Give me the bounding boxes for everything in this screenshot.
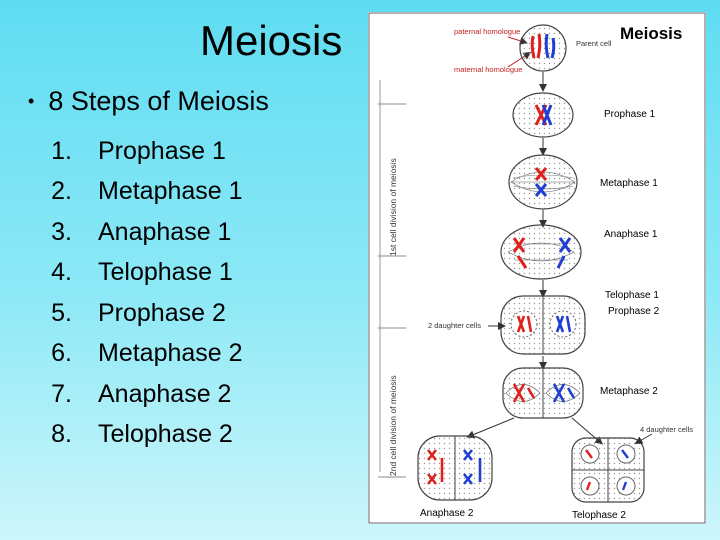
prophase1-label: Prophase 1 <box>604 109 656 120</box>
telophase2-label: Telophase 2 <box>572 510 626 521</box>
list-item: 4. Telophase 1 <box>28 253 269 294</box>
parent-cell-label: Parent cell <box>576 39 612 48</box>
paternal-chromosome <box>512 237 528 269</box>
bullet-heading: • 8 Steps of Meiosis <box>28 86 269 117</box>
step-label: Anaphase 1 <box>98 217 232 246</box>
step-number: 5. <box>51 298 72 327</box>
step-number: 4. <box>51 258 72 287</box>
nucleus <box>510 310 538 338</box>
list-item: 5. Prophase 2 <box>28 293 269 334</box>
maternal-chromosome <box>541 104 553 126</box>
step-arrow <box>466 417 515 439</box>
four-daughter-cells-label: 4 daughter cells <box>640 425 693 434</box>
maternal-chromosome <box>552 383 576 403</box>
maternal-chromosome <box>534 183 548 197</box>
bullet-dot-icon: • <box>28 91 35 111</box>
paternal-chromosome <box>585 449 593 491</box>
anaphase1-label: Anaphase 1 <box>604 229 658 240</box>
nucleus <box>616 476 636 496</box>
step-label: Metaphase 1 <box>98 177 243 206</box>
maternal-chromosome <box>556 237 572 269</box>
figure-border <box>368 12 706 524</box>
paternal-chromosome <box>534 167 548 181</box>
bullet-block: • 8 Steps of Meiosis 1. Prophase 1 2. Meta… <box>28 86 269 455</box>
step-number: 8. <box>51 420 72 449</box>
paternal-chromosome <box>512 383 536 403</box>
step-label: Metaphase 2 <box>98 339 243 368</box>
slide-title: Meiosis <box>200 17 343 64</box>
step-number: 7. <box>51 379 72 408</box>
first-division-label: 1st cell division of meiosis <box>388 158 398 256</box>
parent-cell <box>519 24 567 72</box>
step-number: 2. <box>51 177 72 206</box>
list-item: 6. Metaphase 2 <box>28 334 269 375</box>
list-item: 3. Anaphase 1 <box>28 212 269 253</box>
nucleus <box>580 476 600 496</box>
telophase1-label: Telophase 1 <box>605 290 659 301</box>
maternal-chromosome <box>544 33 556 59</box>
prophase1-cell <box>512 92 574 138</box>
step-number: 1. <box>51 136 72 165</box>
step-number: 3. <box>51 217 72 246</box>
prophase2-label: Prophase 2 <box>608 306 660 317</box>
step-label: Prophase 1 <box>98 136 226 165</box>
steps-list: 1.Prophase 1 2.Metaphase 1 3.Anaphase 1 … <box>28 131 269 455</box>
maternal-chromosome <box>555 315 572 333</box>
spindle-fibers <box>507 242 575 262</box>
paternal-chromosome <box>426 449 444 485</box>
bullet-heading-text: 8 Steps of Meiosis <box>48 86 269 116</box>
list-item: 2. Metaphase 1 <box>28 172 269 213</box>
pointer-arrow <box>634 433 653 444</box>
metaphase1-label: Metaphase 1 <box>600 178 658 189</box>
diagram-title: Meiosis <box>620 24 682 43</box>
paternal-chromosome <box>516 315 533 333</box>
step-label: Anaphase 2 <box>98 379 232 408</box>
step-number: 6. <box>51 339 72 368</box>
list-item: 7. Anaphase 2 <box>28 374 269 415</box>
step-label: Prophase 2 <box>98 298 226 327</box>
nucleus <box>549 310 577 338</box>
anaphase2-label: Anaphase 2 <box>420 508 474 519</box>
paternal-label: paternal homologue <box>454 27 520 36</box>
meiosis-diagram-svg: Meiosis 1st cell division of meiosis 2nd… <box>368 12 706 524</box>
step-label: Telophase 1 <box>98 258 233 287</box>
maternal-chromosome <box>621 449 629 491</box>
list-item: 8. Telophase 2 <box>28 415 269 456</box>
maternal-label: maternal homologue <box>454 65 522 74</box>
list-item: 1. Prophase 1 <box>28 131 269 172</box>
two-daughter-cells-label: 2 daughter cells <box>428 321 481 330</box>
metaphase2-label: Metaphase 2 <box>600 386 658 397</box>
maternal-chromosome <box>462 449 482 485</box>
step-label: Telophase 2 <box>98 420 233 449</box>
paternal-chromosome <box>530 33 542 59</box>
second-division-label: 2nd cell division of meiosis <box>388 375 398 476</box>
meiosis-diagram: Meiosis 1st cell division of meiosis 2nd… <box>368 12 706 524</box>
